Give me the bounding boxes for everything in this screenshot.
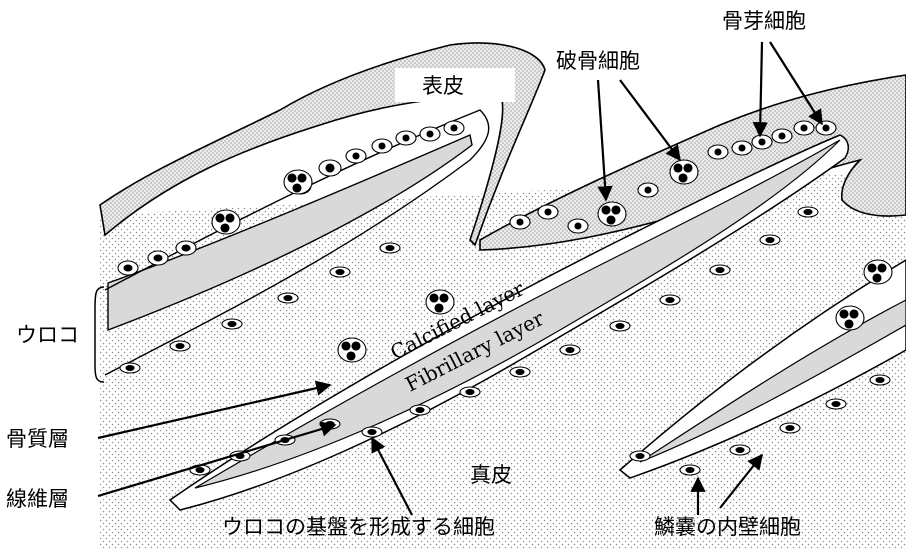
epidermis-label-box [395,68,515,102]
scale-right-outline [618,259,906,479]
cells [117,120,893,476]
scale-bracket [94,286,105,383]
scale-label: ウロコ [16,323,79,347]
basal-cell-row [189,206,819,476]
arrow-osteoblast-b [769,41,823,126]
arrow-bone-layer [97,380,332,440]
fiber-layer-label: 線維層 [6,487,69,511]
osteoclast-label: 破骨細胞 [556,49,640,73]
scale-right-fibrillary-layer [639,299,906,463]
arrow-basal-cells [371,436,413,516]
bone-layer-label: 骨質層 [6,427,69,451]
arrows [97,41,823,516]
pocket-cell-row [629,374,891,476]
dermis-label: 真皮 [470,463,512,487]
left-lower-cell-row [119,242,401,374]
basal-cells-label: ウロコの基盤を形成する細胞 [222,515,495,539]
cell-row-middle-upper [509,120,837,234]
scale-middle-fibrillary-layer [194,139,841,489]
pocket-cells-label: 鱗嚢の内壁細胞 [654,515,801,539]
arrow-pocket-cells-b [719,453,763,509]
arrow-osteoclast-b [619,79,681,162]
osteoclast-left [211,169,313,235]
osteoblast-label: 骨芽細胞 [722,9,806,33]
epidermis-label: 表皮 [422,74,464,98]
scale-left-body [107,134,473,332]
arrow-osteoclast-a [596,79,613,202]
osteoclasts-middle [337,159,893,363]
arrow-osteoblast-a [752,41,768,138]
arrow-fiber-layer [97,421,337,498]
